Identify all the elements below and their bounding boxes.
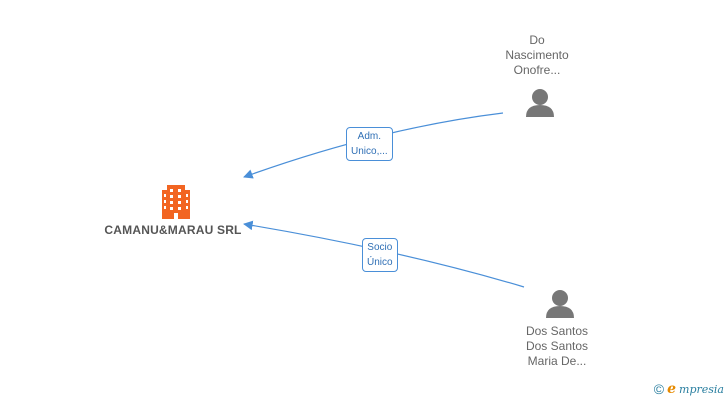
edge-label-socio: Socio Único	[362, 238, 398, 272]
brand-initial: e	[667, 381, 677, 397]
company-name[interactable]: CAMANU&MARAU SRL	[104, 223, 242, 237]
edge-label-adm: Adm. Unico,...	[346, 127, 393, 161]
brand-rest: mpresia	[679, 382, 724, 396]
person-icon[interactable]	[546, 290, 574, 318]
building-icon[interactable]	[162, 185, 190, 219]
copyright-icon: ©	[653, 381, 665, 397]
person-icon[interactable]	[526, 89, 554, 117]
person-name-dos-santos[interactable]: Dos Santos Dos Santos Maria De...	[525, 324, 589, 368]
person-name-do-nascimento[interactable]: Do Nascimento Onofre...	[505, 33, 569, 77]
